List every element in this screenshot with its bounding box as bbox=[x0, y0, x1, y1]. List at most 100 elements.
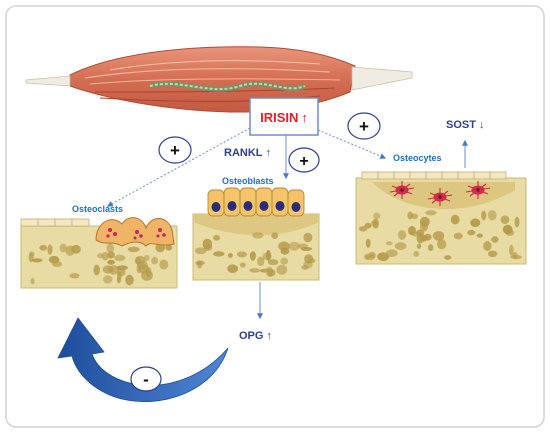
bone-pore bbox=[415, 229, 425, 237]
osteoblast-icon bbox=[207, 187, 305, 217]
irisin-box bbox=[249, 97, 319, 136]
bone-pore bbox=[213, 251, 225, 257]
bone-pore bbox=[107, 259, 115, 265]
bone-pore bbox=[278, 241, 290, 251]
bone-pore bbox=[257, 256, 265, 266]
opg-label: OPG↑ bbox=[239, 330, 272, 342]
svg-text:+: + bbox=[170, 141, 180, 160]
svg-text:+: + bbox=[359, 117, 369, 136]
bone-pore bbox=[365, 255, 370, 260]
bone-pore bbox=[145, 267, 152, 278]
bone-tissue-icon bbox=[192, 213, 320, 281]
bone-pore bbox=[420, 221, 428, 232]
bone-pore bbox=[249, 268, 261, 273]
bone-pore bbox=[29, 251, 35, 257]
bone-pore bbox=[69, 273, 80, 279]
bone-pore bbox=[417, 243, 422, 249]
bone-pore bbox=[437, 239, 447, 250]
bone-pore bbox=[97, 253, 104, 259]
bone-pore bbox=[239, 262, 246, 268]
bone-pore bbox=[125, 274, 134, 286]
bone-pore bbox=[476, 233, 483, 238]
osteocytes-label: Osteocytes bbox=[393, 153, 442, 163]
bone-pore bbox=[259, 268, 271, 273]
bone-pore bbox=[114, 254, 126, 262]
bone-pore bbox=[116, 265, 128, 271]
bone-pore bbox=[413, 251, 420, 257]
bone-pore bbox=[93, 264, 100, 276]
bone-pore bbox=[127, 246, 140, 253]
plus-circle-middle: + bbox=[288, 147, 320, 173]
bone-pore bbox=[48, 255, 60, 264]
bone-pore bbox=[398, 230, 407, 240]
bone-pore bbox=[502, 224, 513, 235]
sost-label: SOST↓ bbox=[446, 119, 484, 131]
bone-pore bbox=[280, 257, 289, 265]
bone-pore bbox=[419, 234, 428, 242]
bone-pore bbox=[300, 246, 313, 251]
bone-pore bbox=[39, 244, 48, 251]
plus-circle-right: + bbox=[347, 112, 381, 140]
inhibition-feedback-arrow bbox=[57, 317, 229, 402]
muscle-icon bbox=[25, 46, 413, 113]
bone-pore bbox=[425, 210, 437, 216]
bone-pore bbox=[195, 247, 207, 255]
bone-pore bbox=[288, 241, 300, 251]
bone-pore bbox=[107, 251, 115, 259]
bone-pore bbox=[308, 258, 316, 264]
bone-pore bbox=[491, 236, 499, 243]
bone-pore bbox=[377, 252, 389, 261]
bone-pore bbox=[470, 218, 481, 227]
bone-pore bbox=[371, 220, 377, 227]
osteoclast-icon bbox=[95, 217, 175, 247]
osteoblasts-label: Osteoblasts bbox=[222, 176, 274, 186]
bone-pore bbox=[276, 264, 288, 275]
bone-pore bbox=[267, 259, 279, 266]
bone-pore bbox=[385, 249, 398, 257]
bone-pore bbox=[101, 251, 109, 261]
bone-pore bbox=[410, 213, 419, 220]
rankl-label: RANKL↑ bbox=[224, 147, 271, 159]
bone-pore bbox=[364, 222, 372, 229]
bone-pore bbox=[236, 251, 248, 258]
bone-pore bbox=[365, 238, 371, 248]
minus-circle: - bbox=[130, 366, 162, 392]
bone-pore bbox=[394, 242, 407, 250]
bone-pore bbox=[31, 258, 43, 263]
bone-pore bbox=[151, 256, 159, 265]
bone-pore bbox=[467, 229, 476, 236]
svg-text:+: + bbox=[299, 153, 308, 170]
bone-pore bbox=[102, 265, 114, 274]
svg-text:-: - bbox=[143, 370, 149, 389]
bone-tissue-icon bbox=[355, 171, 527, 265]
bone-pore bbox=[134, 256, 141, 265]
bone-pore bbox=[47, 244, 53, 255]
arrow-to-osteocytes bbox=[317, 129, 387, 159]
osteocyte-icon bbox=[389, 181, 491, 206]
bone-pore bbox=[249, 251, 256, 261]
bone-pore bbox=[71, 244, 81, 254]
bone-pore bbox=[500, 215, 510, 224]
bone-pore bbox=[444, 255, 452, 260]
bone-pore bbox=[483, 241, 492, 251]
bone-pore bbox=[144, 254, 150, 262]
bone-pore bbox=[165, 244, 173, 251]
bone-pore bbox=[303, 232, 313, 243]
bone-pore bbox=[271, 232, 279, 239]
bone-pore bbox=[385, 241, 393, 246]
bone-pore bbox=[432, 231, 445, 241]
bone-pore bbox=[358, 226, 368, 232]
bone-pore bbox=[512, 252, 518, 259]
bone-pore bbox=[59, 243, 67, 253]
bone-pore bbox=[195, 260, 205, 266]
bone-pore bbox=[116, 276, 121, 284]
bone-pore bbox=[227, 253, 233, 258]
osteoclasts-label: Osteoclasts bbox=[72, 204, 123, 214]
bone-pore bbox=[106, 243, 115, 254]
bone-pore bbox=[368, 251, 376, 259]
irisin-label: IRISIN↑ bbox=[260, 110, 308, 125]
bone-pore bbox=[373, 212, 381, 220]
bone-pore bbox=[30, 277, 35, 285]
bone-pore bbox=[227, 264, 239, 274]
